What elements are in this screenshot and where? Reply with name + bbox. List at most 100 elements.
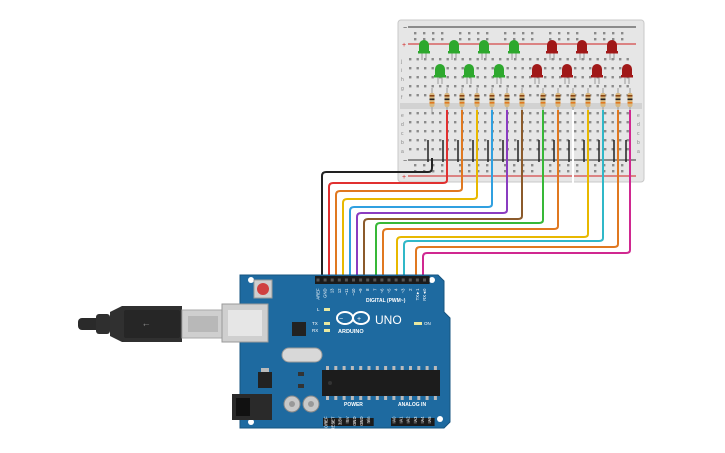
header-pin[interactable] [338, 420, 342, 424]
resistor-band [627, 95, 633, 97]
terminal-hole [589, 139, 592, 142]
header-pin[interactable] [352, 278, 355, 282]
header-pin[interactable] [330, 278, 334, 282]
header-pin[interactable] [406, 420, 410, 424]
led[interactable] [621, 64, 633, 84]
led[interactable] [531, 64, 543, 84]
digital-header[interactable] [315, 276, 430, 284]
led[interactable] [591, 64, 603, 84]
header-pin[interactable] [367, 420, 371, 424]
header-pin[interactable] [316, 278, 320, 282]
wire-orange[interactable] [335, 110, 463, 278]
resistor[interactable] [504, 88, 510, 112]
header-pin[interactable] [324, 420, 328, 424]
terminal-hole [566, 112, 569, 115]
terminal-hole [589, 67, 592, 70]
led[interactable] [606, 40, 618, 60]
usb-cable[interactable]: ⭠ [78, 306, 225, 342]
terminal-hole [431, 85, 434, 88]
wire-purple[interactable] [356, 110, 508, 278]
resistor[interactable] [444, 88, 450, 112]
analog-header[interactable] [391, 418, 435, 426]
terminal-hole [409, 148, 412, 151]
resistor[interactable] [627, 88, 633, 112]
led[interactable] [463, 64, 475, 84]
led[interactable] [546, 40, 558, 60]
led[interactable] [448, 40, 460, 60]
header-pin[interactable] [399, 420, 403, 424]
header-pin[interactable] [331, 420, 335, 424]
wire-green[interactable] [375, 110, 544, 278]
header-pin[interactable] [323, 278, 327, 282]
resistor[interactable] [615, 88, 621, 112]
terminal-hole [469, 112, 472, 115]
header-pin[interactable] [360, 420, 363, 424]
mcu-pin [392, 396, 396, 400]
header-pin[interactable] [366, 278, 370, 282]
header-pin[interactable] [387, 278, 391, 282]
terminal-hole [521, 67, 524, 70]
header-pin[interactable] [352, 420, 356, 424]
led-dome [532, 64, 542, 76]
breadboard-components[interactable] [418, 40, 633, 162]
wire-ground[interactable] [321, 158, 433, 278]
resistor[interactable] [600, 88, 606, 112]
header-pin[interactable] [344, 278, 348, 282]
arduino-uno-board[interactable]: L TX RX ON − + ARDUINO UNO DIGITAL (PWM~… [221, 274, 451, 430]
led[interactable] [418, 40, 430, 60]
led[interactable] [508, 40, 520, 60]
power-header[interactable] [323, 418, 374, 426]
resistor[interactable] [570, 88, 576, 112]
wire-orange-2[interactable] [382, 110, 559, 278]
rail-hole [441, 32, 444, 35]
wire-yellow[interactable] [342, 110, 478, 278]
resistor-band [600, 95, 606, 97]
resistor[interactable] [519, 88, 525, 112]
led[interactable] [434, 64, 446, 84]
resistor-band [627, 102, 633, 104]
header-pin[interactable] [408, 278, 412, 282]
header-pin[interactable] [345, 420, 349, 424]
header-pin[interactable] [373, 278, 377, 282]
header-pin[interactable] [359, 278, 363, 282]
reset-button[interactable] [257, 283, 269, 295]
resistor[interactable] [489, 88, 495, 112]
header-pin[interactable] [392, 420, 396, 424]
terminal-hole [416, 112, 419, 115]
header-pin[interactable] [380, 278, 384, 282]
led[interactable] [561, 64, 573, 84]
terminal-hole [626, 121, 629, 124]
led[interactable] [478, 40, 490, 60]
resistor[interactable] [585, 88, 591, 112]
header-pin[interactable] [423, 278, 426, 282]
wires[interactable] [321, 110, 631, 278]
mcu-pin [350, 366, 354, 370]
wire-brown[interactable] [363, 110, 523, 278]
wire-red[interactable] [328, 110, 448, 278]
resistor[interactable] [555, 88, 561, 112]
header-pin[interactable] [420, 420, 424, 424]
terminal-hole [416, 148, 419, 151]
led[interactable] [493, 64, 505, 84]
wire-blue[interactable] [349, 110, 493, 278]
wire-white[interactable] [389, 110, 574, 278]
header-pin[interactable] [428, 420, 431, 424]
wire-yellow-2[interactable] [396, 110, 589, 278]
resistor[interactable] [474, 88, 480, 112]
header-pin[interactable] [337, 278, 341, 282]
header-pin[interactable] [415, 278, 419, 282]
resistor[interactable] [429, 88, 435, 112]
led[interactable] [576, 40, 588, 60]
resistor[interactable] [540, 88, 546, 112]
wire-magenta[interactable] [422, 110, 631, 278]
resistor[interactable] [459, 88, 465, 112]
header-pin[interactable] [394, 278, 398, 282]
wire-orange-3[interactable] [415, 110, 619, 278]
terminal-hole [574, 148, 577, 151]
header-pin-label: ~6 [379, 288, 384, 293]
header-pin[interactable] [401, 278, 405, 282]
wire-cyan[interactable] [403, 110, 604, 278]
terminal-hole [484, 121, 487, 124]
header-pin[interactable] [413, 420, 417, 424]
